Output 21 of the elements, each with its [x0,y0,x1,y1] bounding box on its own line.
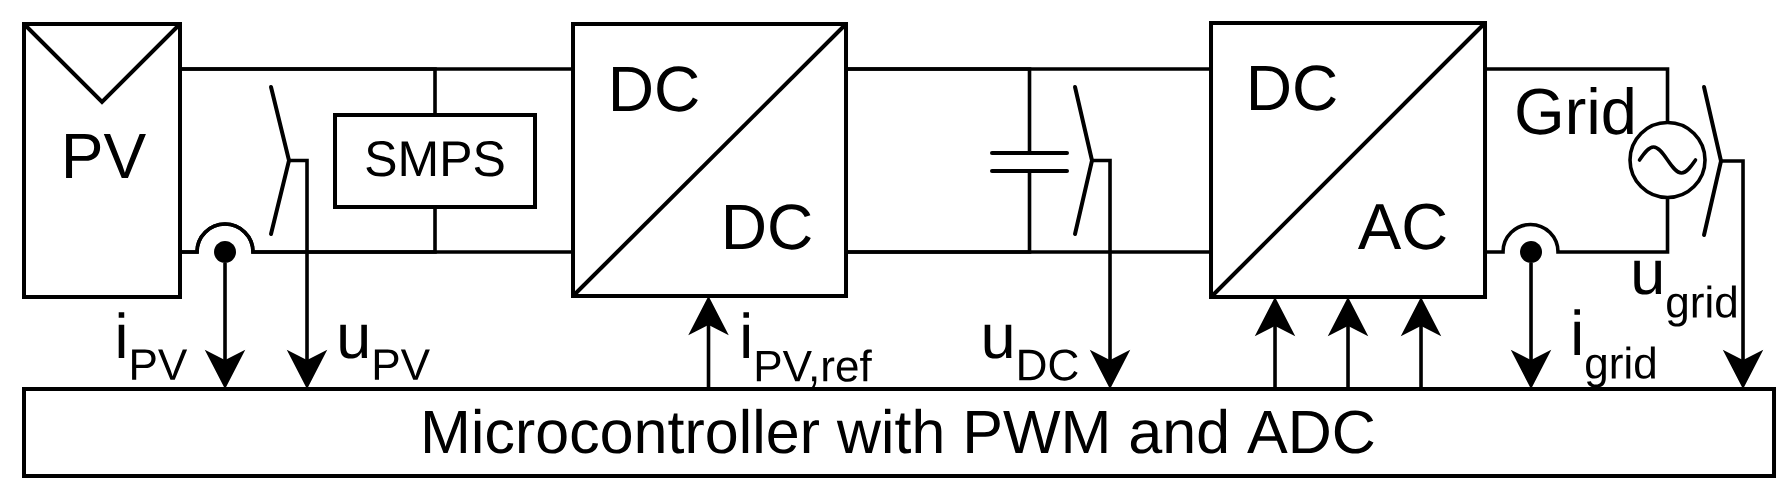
converter-box: DC AC [1209,21,1487,299]
capacitor-symbol [990,151,1069,173]
controller-box: Microcontroller with PWM and ADC [22,387,1776,478]
source-label: Grid [1517,86,1633,135]
sensor-dot [1520,241,1542,263]
wire [180,207,437,254]
edge-label: u$_{PV}$ [340,324,430,380]
wire [180,67,437,115]
switch-symbol [1073,85,1095,236]
switch-symbol [269,85,292,236]
sensor-dot [214,241,236,263]
edge-label: u$_{DC}$ [984,324,1078,381]
edge-label: i$_{PV,ref}$ [743,312,872,387]
wire [846,67,1032,153]
pv-module-box: PV [22,22,182,299]
smps-box: SMPS [333,113,537,209]
wire [846,171,1032,254]
edge-label: i$_{PV}$ [118,312,188,380]
wire [1485,67,1670,123]
switch-symbol [1702,85,1724,237]
wire [1485,197,1670,254]
